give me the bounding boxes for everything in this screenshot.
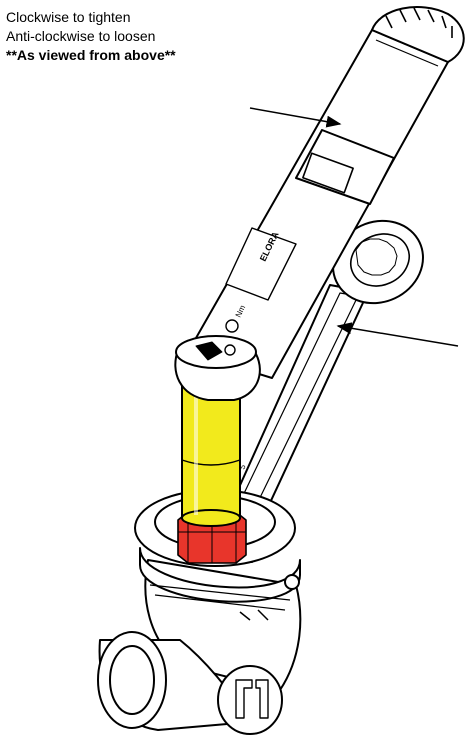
extension-bar [181, 385, 241, 519]
wrench-ratchet-lever [195, 341, 223, 361]
socket-extension [181, 385, 241, 527]
wrench-body-edge [375, 39, 439, 67]
valve-clamp-tabs [239, 609, 269, 621]
valve-body [97, 489, 302, 735]
wrench-adjust-dial [225, 319, 239, 333]
tighten-instruction: Clockwise to tighten [6, 9, 131, 25]
extension-joint [181, 459, 241, 466]
loosen-instruction: Anti-clockwise to loosen [6, 28, 156, 44]
wrench-scale-window [302, 152, 354, 194]
valve-logo-mark [235, 679, 269, 719]
spanner-ring-teeth [355, 238, 398, 276]
wrench-label-panel [225, 227, 297, 301]
valve-inlet-bore [109, 645, 155, 715]
wrench-grip-knurl [385, 7, 453, 38]
spanner-marker: 5 [238, 463, 248, 471]
valve-clamp-bolt [284, 574, 300, 590]
viewing-note: **As viewed from above** [6, 47, 176, 63]
wrench-grip-end [371, 6, 465, 63]
valve-outlet-flange [217, 665, 283, 735]
instruction-caption: Clockwise to tighten Anti-clockwise to l… [6, 8, 176, 65]
pointer-arrow-wrench [249, 107, 342, 128]
wrench-release-button [224, 344, 236, 356]
extension-bottom [181, 509, 241, 527]
pointer-arrow-spanner [336, 322, 459, 347]
valve-clamp-ridge [149, 584, 291, 601]
valve-clamp-ridge-2 [154, 594, 286, 611]
torque-wrench: ELORA Nm [174, 6, 465, 401]
